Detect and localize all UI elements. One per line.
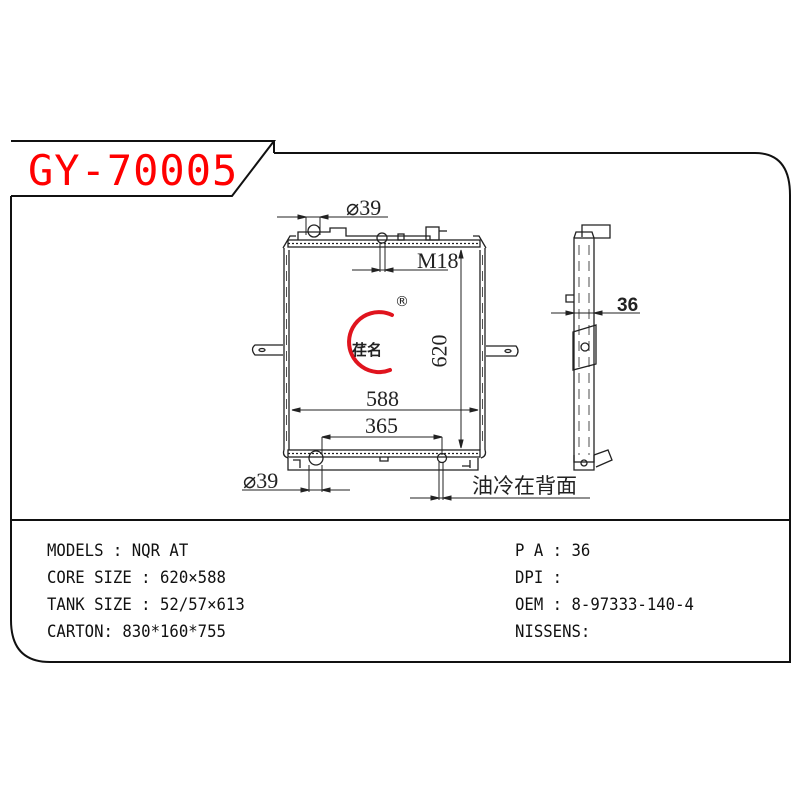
spec-value: 620×588 xyxy=(160,568,226,588)
spec-nissens: NISSENS: xyxy=(515,622,590,642)
oil-cooler-note: 油冷在背面 xyxy=(472,474,577,498)
logo-arc xyxy=(347,310,394,374)
spec-dpi: DPI : xyxy=(515,568,572,588)
spec-label: P A : xyxy=(515,541,572,561)
radiator-side-view xyxy=(565,224,613,471)
spec-value: 36 xyxy=(571,541,591,561)
spec-label: CARTON: xyxy=(47,622,123,642)
spec-label: MODELS : xyxy=(47,541,132,561)
spec-carton: CARTON: 830*160*755 xyxy=(47,622,226,642)
title-tab-border xyxy=(11,140,277,197)
spec-label: OEM : xyxy=(515,595,572,615)
dimension-lines xyxy=(242,214,590,501)
spec-core-size: CORE SIZE : 620×588 xyxy=(47,568,226,588)
spec-label: CORE SIZE : xyxy=(47,568,161,588)
spec-pa: P A : 36 xyxy=(515,541,590,561)
outer-frame xyxy=(10,152,791,663)
spec-label: TANK SIZE : xyxy=(47,595,161,615)
spec-tank-size: TANK SIZE : 52/57×613 xyxy=(47,595,245,615)
height-label: 620 xyxy=(426,334,452,368)
spec-label: DPI : xyxy=(515,568,572,588)
part-code-title: GY-70005 xyxy=(28,146,239,195)
width-label: 588 xyxy=(366,386,399,411)
spec-value: NQR AT xyxy=(131,541,189,561)
side-dimension xyxy=(551,310,640,316)
spec-oem: OEM : 8-97333-140-4 xyxy=(515,595,694,615)
top-inlet-diameter-label: ⌀39 xyxy=(346,195,382,220)
bottom-outlet-diameter-label: ⌀39 xyxy=(243,468,279,493)
spec-models: MODELS : NQR AT xyxy=(47,541,188,561)
spec-label: NISSENS: xyxy=(515,622,591,642)
spec-value: 830*160*755 xyxy=(122,622,226,642)
spec-value: 52/57×613 xyxy=(160,595,245,615)
logo-text: 荏名 xyxy=(352,341,383,359)
spec-value: 8-97333-140-4 xyxy=(571,595,694,615)
thread-label: M18 xyxy=(417,248,459,273)
thickness-label: 36 xyxy=(617,295,639,316)
registered-mark: ® xyxy=(395,294,409,310)
radiator-front-view xyxy=(251,224,519,471)
outlet-spacing-label: 365 xyxy=(365,413,398,438)
